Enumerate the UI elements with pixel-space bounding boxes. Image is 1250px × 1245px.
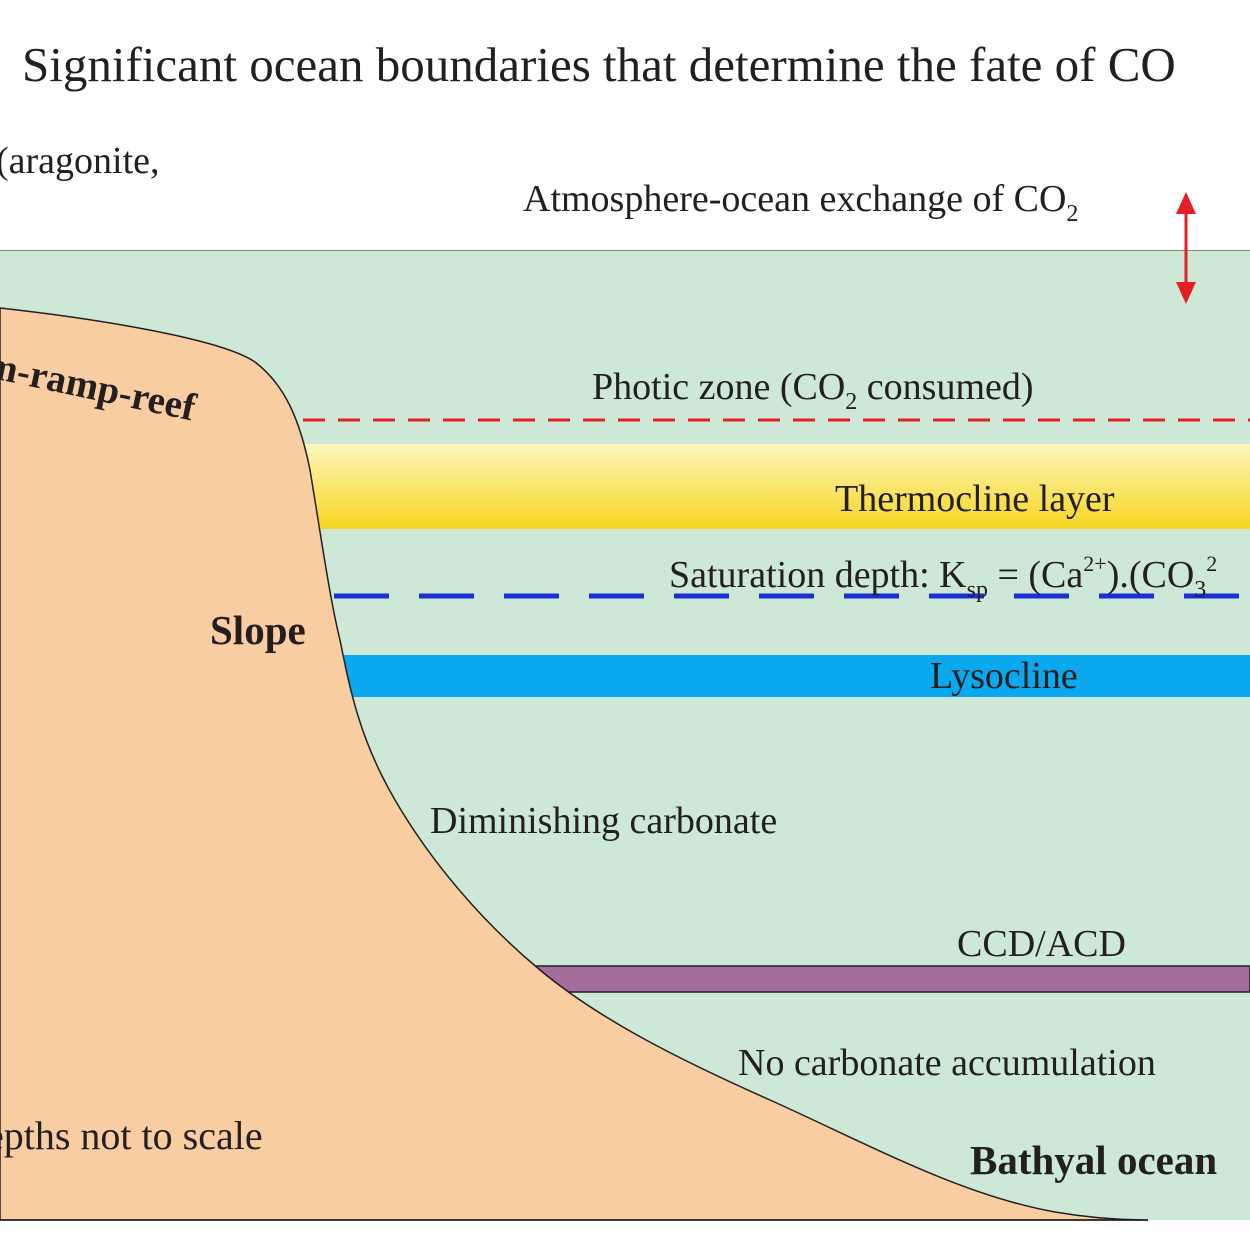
lysocline-band [320, 655, 1250, 697]
saturation-co3-superscript: 2 [1206, 551, 1218, 576]
lysocline-label: Lysocline [930, 655, 1078, 697]
photic-zone-label: Photic zone (CO2 consumed) [592, 368, 1034, 414]
photic-zone-subscript: 2 [845, 389, 858, 415]
ccd-acd-label: CCD/ACD [957, 923, 1126, 965]
saturation-text: Saturation depth: K [669, 554, 967, 596]
diminishing-carbonate-label: Diminishing carbonate [430, 800, 778, 842]
aragonite-label: (aragonite, [0, 140, 160, 182]
saturation-depth-label: Saturation depth: Ksp = (Ca2+).(CO32 [669, 551, 1218, 603]
saturation-co3-subscript: 3 [1194, 577, 1207, 603]
diagram-title: Significant ocean boundaries that determ… [22, 37, 1176, 92]
ccd-band [479, 965, 1250, 993]
saturation-co-text: ).(CO [1106, 554, 1195, 596]
atmosphere-exchange-text: Atmosphere-ocean exchange of CO [523, 178, 1067, 220]
saturation-ca-superscript: 2+ [1083, 551, 1107, 576]
double-headed-arrow-icon [1176, 192, 1196, 304]
photic-zone-text: Photic zone (CO [592, 366, 846, 408]
depths-not-to-scale-note: epths not to scale [0, 1113, 263, 1158]
slope-label: Slope [210, 607, 306, 653]
atmosphere-exchange-label: Atmosphere-ocean exchange of CO2 [523, 180, 1078, 226]
photic-zone-suffix: consumed) [857, 366, 1034, 408]
bathyal-ocean-label: Bathyal ocean [970, 1137, 1218, 1183]
thermocline-label: Thermocline layer [835, 478, 1115, 520]
thermocline-band [290, 444, 1250, 529]
seafloor-slope [0, 307, 1149, 1221]
saturation-ksp-subscript: sp [966, 577, 988, 603]
atmosphere-exchange-subscript: 2 [1066, 201, 1079, 227]
no-carbonate-label: No carbonate accumulation [738, 1042, 1156, 1084]
saturation-ca-text: = (Ca [987, 554, 1084, 596]
